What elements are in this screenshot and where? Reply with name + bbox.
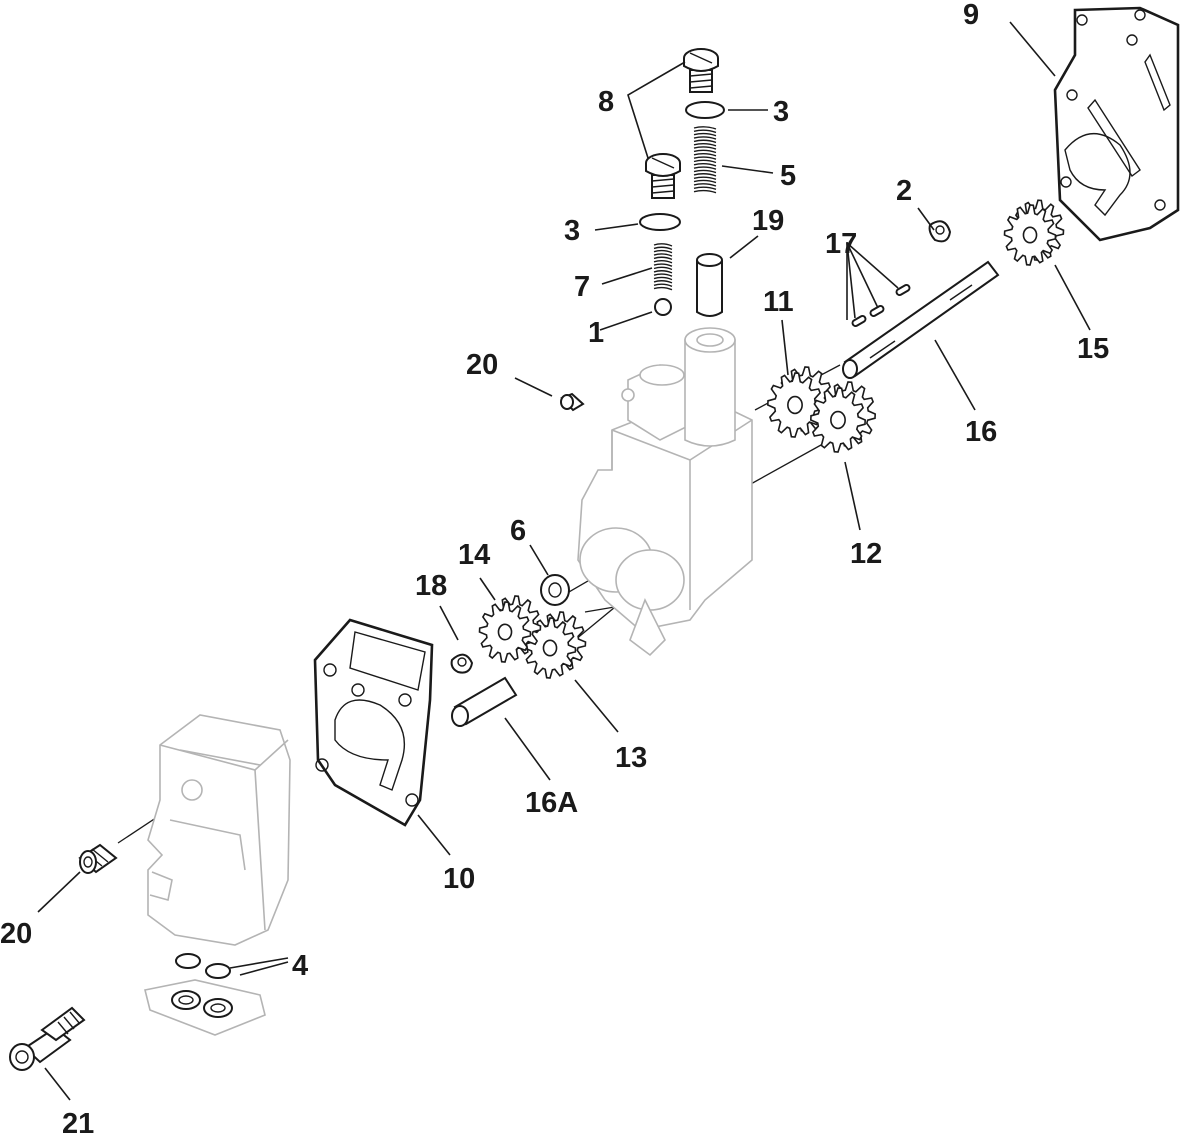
shaft-16a xyxy=(451,676,518,727)
label-18: 18 xyxy=(415,570,447,602)
check-ball-1 xyxy=(654,298,672,316)
shaft-16 xyxy=(842,260,1000,379)
set-screw-20-lower xyxy=(78,843,118,874)
label-21: 21 xyxy=(62,1108,94,1136)
label-3-lower: 3 xyxy=(564,215,580,247)
fitting-21 xyxy=(9,1006,86,1071)
label-13: 13 xyxy=(615,742,647,774)
label-15: 15 xyxy=(1077,333,1109,365)
label-6: 6 xyxy=(510,515,526,547)
oil-line-fitting xyxy=(144,979,266,1036)
o-ring-3-lower xyxy=(639,213,681,231)
gear-14 xyxy=(478,595,542,663)
sleeve-19 xyxy=(696,253,723,317)
pump-cover xyxy=(147,714,291,946)
gear-15 xyxy=(1003,199,1065,266)
label-12: 12 xyxy=(850,538,882,570)
screw-8-lower xyxy=(645,153,681,199)
spring-7 xyxy=(653,243,673,291)
gear-13 xyxy=(523,611,587,679)
o-ring-3-upper xyxy=(685,101,725,119)
label-14: 14 xyxy=(458,539,490,571)
pump-body xyxy=(577,327,753,657)
label-4: 4 xyxy=(292,950,308,982)
part-number-labels: 1 2 3 3 4 5 6 7 8 9 10 11 12 13 14 15 16… xyxy=(0,0,1109,1136)
gasket-10 xyxy=(313,618,434,827)
label-16a: 16A xyxy=(525,787,578,819)
label-1: 1 xyxy=(588,317,604,349)
keys-17 xyxy=(851,284,911,327)
label-7: 7 xyxy=(574,271,590,303)
label-8: 8 xyxy=(598,86,614,118)
gasket-9 xyxy=(1053,6,1180,242)
label-20-upper: 20 xyxy=(466,349,498,381)
label-11: 11 xyxy=(763,286,794,318)
retaining-ring-2 xyxy=(928,220,952,243)
retaining-ring-18 xyxy=(450,653,474,674)
label-2: 2 xyxy=(896,175,912,207)
o-rings-4 xyxy=(175,953,231,979)
label-5: 5 xyxy=(780,160,796,192)
spring-5 xyxy=(693,126,717,194)
leader-lines xyxy=(37,21,1091,1101)
label-20-lower: 20 xyxy=(0,918,32,950)
label-10: 10 xyxy=(443,863,475,895)
gear-12 xyxy=(809,381,877,453)
label-9: 9 xyxy=(963,0,979,31)
label-16: 16 xyxy=(965,416,997,448)
screw-8-upper xyxy=(683,48,719,93)
washer-6 xyxy=(540,574,570,606)
label-17: 17 xyxy=(825,228,857,260)
label-19: 19 xyxy=(752,205,784,237)
label-3-upper: 3 xyxy=(773,96,789,128)
plug-20-upper xyxy=(560,392,585,412)
